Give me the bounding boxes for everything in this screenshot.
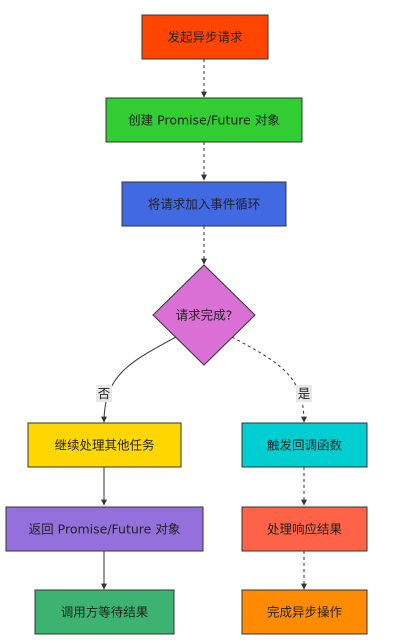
- edge-label-yes: 是: [296, 385, 312, 402]
- node-loop-box: [121, 181, 287, 227]
- node-decision-diamond: [152, 264, 256, 366]
- node-callback: 触发回调函数: [241, 422, 368, 468]
- node-wait-box: [34, 589, 175, 635]
- node-callback-label: 触发回调函数: [267, 438, 343, 453]
- svg-text:否: 否: [98, 386, 111, 401]
- node-return-label: 返回 Promise/Future 对象: [29, 522, 181, 537]
- node-wait: 调用方等待结果: [34, 589, 175, 635]
- node-create-label: 创建 Promise/Future 对象: [128, 113, 280, 128]
- edge-label-no: 否: [96, 385, 112, 402]
- node-handle-label: 处理响应结果: [267, 522, 343, 537]
- node-return-box: [5, 506, 204, 552]
- node-done-box: [241, 589, 368, 635]
- node-create: 创建 Promise/Future 对象: [105, 97, 303, 143]
- node-loop: 将请求加入事件循环: [121, 181, 287, 227]
- node-done-label: 完成异步操作: [267, 605, 343, 620]
- node-wait-label: 调用方等待结果: [61, 605, 149, 620]
- node-start-box: [141, 14, 269, 60]
- svg-text:是: 是: [298, 386, 311, 401]
- node-start: 发起异步请求: [141, 14, 269, 60]
- node-start-label: 发起异步请求: [167, 30, 243, 45]
- node-callback-box: [241, 422, 368, 468]
- edge-decision-to-continue: [101, 336, 177, 423]
- node-return: 返回 Promise/Future 对象: [5, 506, 204, 552]
- node-decision: 请求完成?: [152, 264, 256, 366]
- node-decision-label: 请求完成?: [176, 308, 233, 323]
- node-loop-label: 将请求加入事件循环: [148, 197, 261, 212]
- node-continue: 继续处理其他任务: [27, 422, 182, 468]
- node-create-box: [105, 97, 303, 143]
- node-handle: 处理响应结果: [241, 506, 368, 552]
- edge-decision-to-callback: [231, 336, 307, 423]
- node-done: 完成异步操作: [241, 589, 368, 635]
- node-handle-box: [241, 506, 368, 552]
- node-continue-box: [27, 422, 182, 468]
- node-continue-label: 继续处理其他任务: [54, 438, 154, 453]
